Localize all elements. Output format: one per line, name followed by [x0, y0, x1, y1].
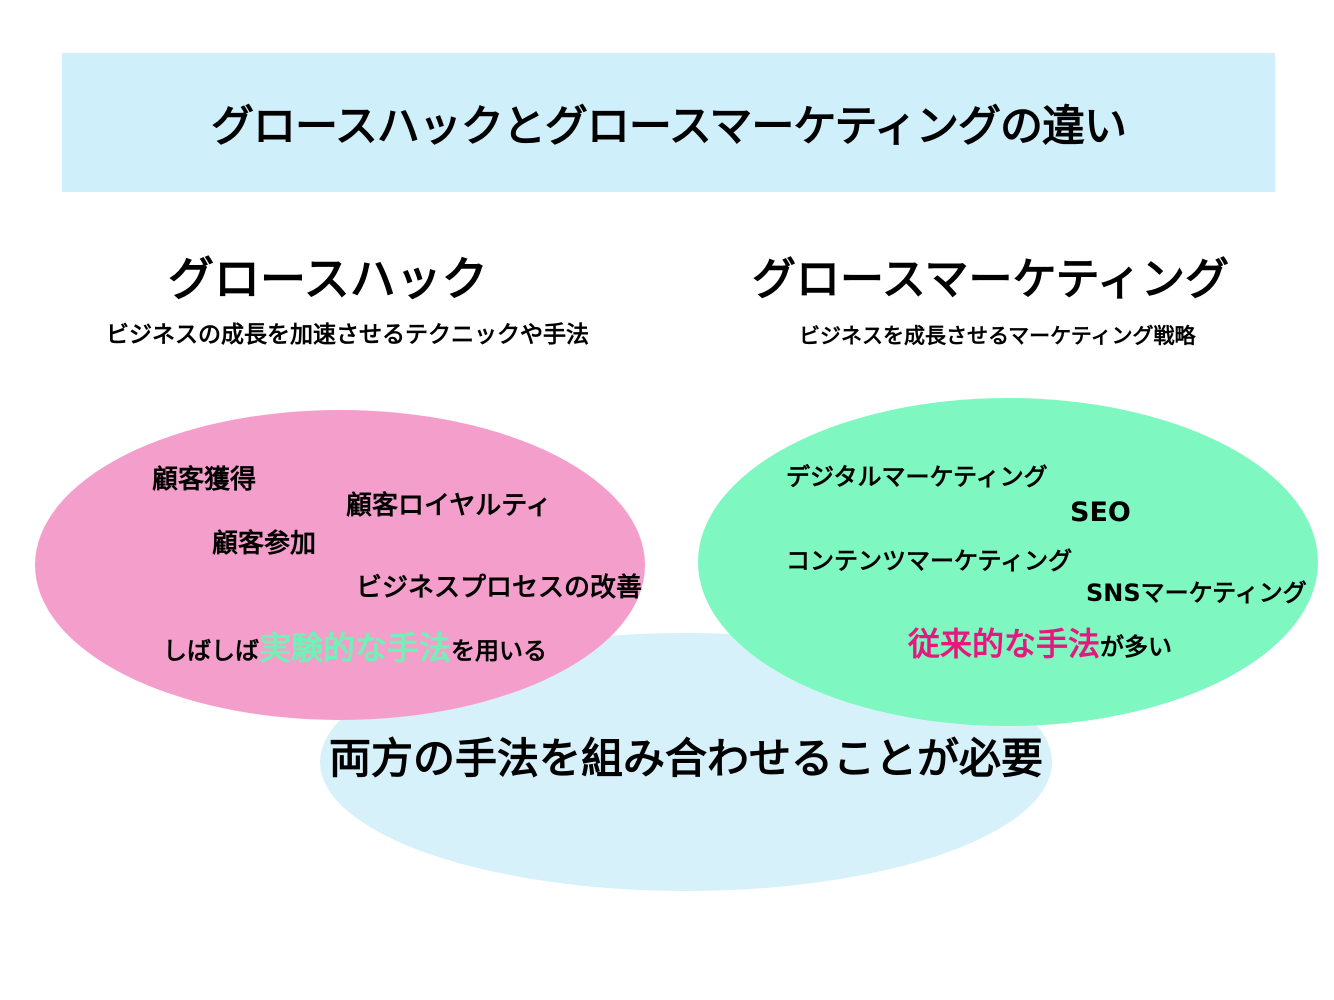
growth-hack-item-process-improvement: ビジネスプロセスの改善 [356, 573, 643, 603]
growth-hack-note: しばしば実験的な手法を用いる [163, 632, 547, 664]
growth-marketing-subtitle: ビジネスを成長させるマーケティング戦略 [799, 324, 1196, 348]
growth-hack-heading: グロースハック [168, 252, 488, 306]
note-highlight-experimental: 実験的な手法 [259, 629, 452, 667]
growth-marketing-heading: グロースマーケティング [752, 254, 1229, 305]
note-highlight-traditional: 従来的な手法 [908, 625, 1101, 663]
note-suffix: が多い [1100, 633, 1173, 661]
growth-marketing-note: 従来的な手法が多い [908, 628, 1172, 660]
combined-methods-conclusion: 両方の手法を組み合わせることが必要 [328, 734, 1043, 783]
page-title: グロースハックとグロースマーケティングの違い [211, 101, 1127, 152]
growth-marketing-item-sns-marketing: SNSマーケティング [1086, 579, 1307, 607]
growth-marketing-item-content-marketing: コンテンツマーケティング [786, 547, 1073, 575]
title-banner: グロースハックとグロースマーケティングの違い [62, 53, 1275, 192]
growth-marketing-item-seo: SEO [1070, 497, 1131, 528]
note-suffix: を用いる [451, 637, 548, 665]
growth-hack-subtitle: ビジネスの成長を加速させるテクニックや手法 [106, 322, 589, 348]
growth-hack-ellipse [35, 410, 645, 720]
growth-marketing-ellipse [698, 398, 1318, 726]
note-prefix: しばしば [163, 637, 259, 665]
growth-hack-item-customer-participation: 顧客参加 [212, 529, 317, 559]
growth-hack-item-customer-acquisition: 顧客獲得 [152, 465, 257, 495]
growth-marketing-item-digital-marketing: デジタルマーケティング [786, 463, 1048, 491]
growth-hack-item-customer-loyalty: 顧客ロイヤルティ [346, 491, 552, 521]
